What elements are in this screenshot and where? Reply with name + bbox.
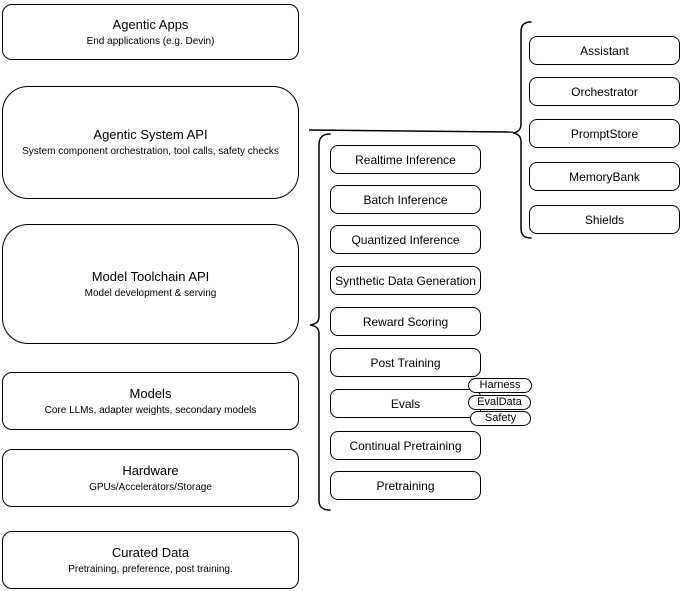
node-label: Synthetic Data Generation (335, 273, 476, 288)
node-quantized-inference: Quantized Inference (330, 225, 481, 254)
node-label: Batch Inference (363, 192, 448, 207)
pill-safety: Safety (470, 411, 531, 426)
node-assistant: Assistant (529, 36, 680, 65)
node-title: Agentic Apps (112, 16, 189, 32)
node-subtitle: System component orchestration, tool cal… (22, 146, 279, 157)
node-reward-scoring: Reward Scoring (330, 307, 481, 336)
node-label: Pretraining (376, 478, 435, 493)
node-realtime-inference: Realtime Inference (330, 145, 481, 174)
node-label: Realtime Inference (355, 152, 456, 167)
node-title: Hardware (122, 462, 179, 478)
node-models: Models Core LLMs, adapter weights, secon… (2, 372, 299, 430)
node-label: Assistant (580, 43, 629, 58)
pill-label: EvalData (477, 396, 522, 408)
node-evals: Evals (330, 389, 481, 418)
node-agentic-apps: Agentic Apps End applications (e.g. Devi… (2, 4, 299, 60)
node-label: PromptStore (570, 126, 639, 141)
node-label: Shields (584, 212, 625, 227)
node-label: Continual Pretraining (349, 438, 462, 453)
node-subtitle: Pretraining, preference, post training. (68, 563, 233, 575)
node-label: Post Training (370, 355, 441, 370)
pill-harness: Harness (468, 378, 532, 393)
node-promptstore: PromptStore (529, 119, 680, 148)
node-synthetic-data-generation: Synthetic Data Generation (330, 266, 481, 295)
node-title: Agentic System API (93, 127, 208, 142)
pill-label: Safety (484, 412, 517, 424)
node-title: Curated Data (111, 544, 190, 560)
node-post-training: Post Training (330, 348, 481, 377)
node-continual-pretraining: Continual Pretraining (330, 431, 481, 460)
node-title: Model Toolchain API (91, 268, 210, 284)
services-brace (309, 133, 331, 511)
node-label: Quantized Inference (351, 232, 460, 247)
node-subtitle: Core LLMs, adapter weights, secondary mo… (44, 404, 257, 416)
node-label: MemoryBank (569, 169, 640, 184)
connector-line (308, 129, 514, 133)
node-pretraining: Pretraining (330, 471, 481, 500)
node-label: Reward Scoring (362, 314, 449, 329)
node-model-toolchain-api: Model Toolchain API Model development & … (2, 224, 299, 344)
node-hardware: Hardware GPUs/Accelerators/Storage (2, 449, 299, 507)
node-label: Orchestrator (571, 84, 638, 99)
node-shields: Shields (529, 205, 680, 234)
node-label: Evals (390, 396, 421, 411)
node-agentic-system-api: Agentic System API System component orch… (2, 86, 299, 199)
pill-label: Harness (479, 379, 521, 391)
pill-evaldata: EvalData (468, 395, 531, 410)
node-curated-data: Curated Data Pretraining, preference, po… (2, 531, 299, 589)
node-orchestrator: Orchestrator (529, 77, 680, 106)
node-subtitle: Model development & serving (84, 287, 217, 299)
node-subtitle: GPUs/Accelerators/Storage (89, 481, 212, 493)
node-batch-inference: Batch Inference (330, 185, 481, 214)
node-title: Models (129, 385, 172, 401)
node-subtitle: End applications (e.g. Devin) (86, 35, 215, 47)
node-memorybank: MemoryBank (529, 162, 680, 191)
components-brace (512, 21, 532, 239)
